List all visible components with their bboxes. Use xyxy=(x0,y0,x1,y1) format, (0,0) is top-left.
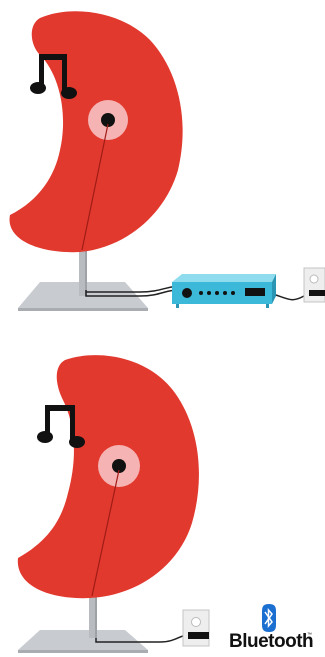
bluetooth-label: Bluetooth xyxy=(229,631,313,653)
wired-speaker-panel xyxy=(0,0,325,328)
power-outlet-icon xyxy=(304,268,325,302)
bluetooth-trademark: ™ xyxy=(307,632,312,638)
power-outlet-icon xyxy=(183,610,209,646)
bluetooth-icon xyxy=(262,604,276,632)
bluetooth-speaker-illustration xyxy=(0,328,325,657)
amplifier-icon xyxy=(172,274,276,308)
bluetooth-speaker-panel xyxy=(0,328,325,656)
speaker-base xyxy=(18,630,148,650)
wired-speaker-illustration xyxy=(0,0,325,328)
